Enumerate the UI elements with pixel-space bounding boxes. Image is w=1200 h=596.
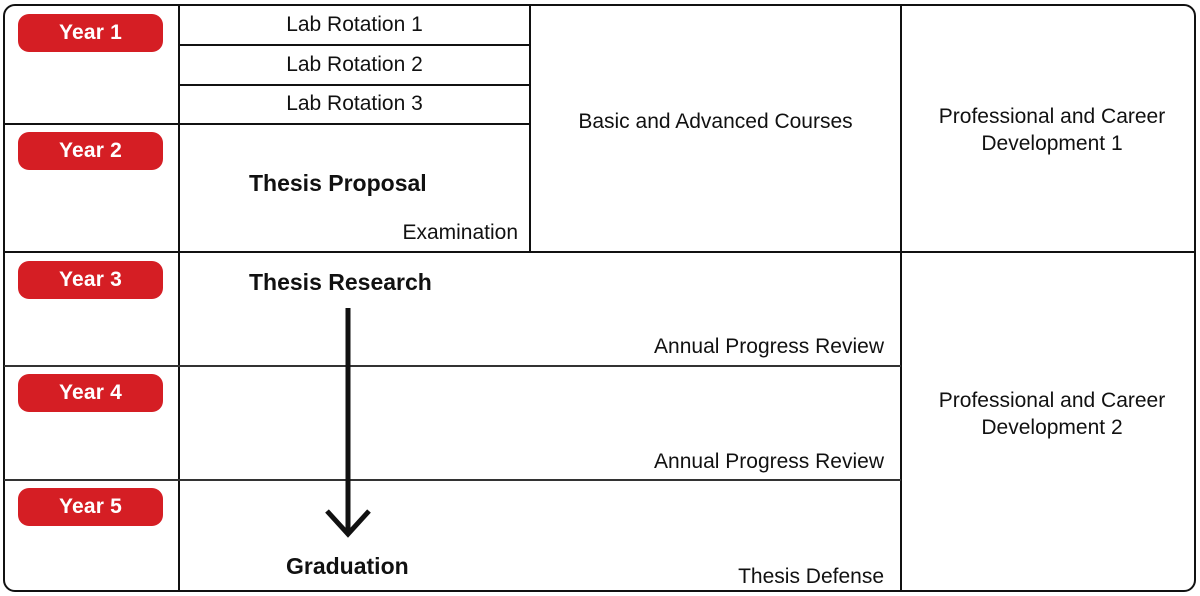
year-1-badge: Year 1 [18, 14, 163, 52]
year-1-label: Year 1 [58, 21, 123, 44]
year-2-badge: Year 2 [18, 132, 163, 170]
year-4-label: Year 4 [58, 381, 123, 404]
year-2-label: Year 2 [58, 139, 123, 162]
divider-year-1-2 [4, 123, 530, 125]
divider-year-3-4 [4, 365, 901, 367]
divider-year-4-5 [4, 479, 901, 481]
thesis-defense-label: Thesis Defense [738, 565, 884, 588]
annual-progress-review-1: Annual Progress Review [654, 335, 884, 358]
lab-rotation-3: Lab Rotation 3 [286, 92, 423, 115]
year-5-badge: Year 5 [18, 488, 163, 526]
examination-label: Examination [402, 221, 518, 244]
year-5-label: Year 5 [58, 495, 123, 518]
thesis-proposal-title: Thesis Proposal [249, 170, 427, 196]
graduation-label: Graduation [286, 553, 409, 579]
courses-label: Basic and Advanced Courses [578, 110, 853, 133]
divider-rotation-1-2 [179, 44, 530, 46]
year-3-label: Year 3 [58, 268, 123, 291]
career-development-2: Professional and Career Development 2 [938, 389, 1166, 439]
divider-year-2-3 [4, 251, 1195, 253]
annual-progress-review-2: Annual Progress Review [654, 450, 884, 473]
lab-rotation-1: Lab Rotation 1 [286, 13, 423, 36]
career-development-1: Professional and Career Development 1 [938, 105, 1166, 155]
diagram-frame [3, 4, 1196, 592]
down-arrow-icon [325, 308, 371, 538]
divider-rotation-2-3 [179, 84, 530, 86]
divider-rotations-courses [529, 5, 531, 252]
lab-rotation-2: Lab Rotation 2 [286, 53, 423, 76]
year-4-badge: Year 4 [18, 374, 163, 412]
year-3-badge: Year 3 [18, 261, 163, 299]
thesis-research-title: Thesis Research [249, 269, 432, 295]
divider-career-column [900, 5, 902, 591]
divider-year-column [178, 5, 180, 591]
